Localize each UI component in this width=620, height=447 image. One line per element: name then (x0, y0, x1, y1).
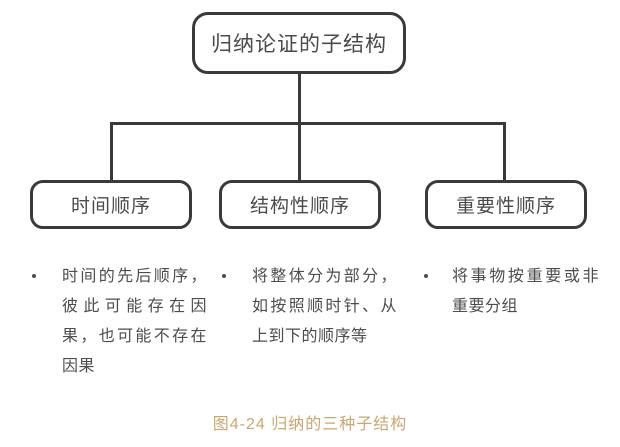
bullet-dot-icon (222, 274, 226, 278)
node-child-time-order: 时间顺序 (30, 180, 192, 229)
bullet-dot-icon (32, 274, 36, 278)
node-child-label: 时间顺序 (70, 196, 151, 217)
bullet-text: 将事物按重要或非重要分组 (452, 268, 599, 315)
bullet-item-structural-order: 将整体分为部分，如按照顺时针、从上到下的顺序等 (222, 262, 397, 352)
node-root-label: 归纳论证的子结构 (211, 33, 387, 56)
node-child-label: 结构性顺序 (249, 196, 350, 217)
figure-caption: 图4-24 归纳的三种子结构 (212, 416, 408, 433)
bullet-item-importance-order: 将事物按重要或非重要分组 (424, 262, 599, 322)
bullet-text: 时间的先后顺序，彼此可能存在因果，也可能不存在因果 (62, 268, 207, 375)
node-root: 归纳论证的子结构 (192, 12, 406, 74)
node-child-structural-order: 结构性顺序 (219, 180, 381, 229)
bullet-item-time-order: 时间的先后顺序，彼此可能存在因果，也可能不存在因果 (32, 262, 207, 382)
node-child-label: 重要性顺序 (455, 196, 556, 217)
bullet-dot-icon (424, 274, 428, 278)
bullet-text: 将整体分为部分，如按照顺时针、从上到下的顺序等 (252, 268, 397, 345)
node-child-importance-order: 重要性顺序 (425, 180, 587, 229)
